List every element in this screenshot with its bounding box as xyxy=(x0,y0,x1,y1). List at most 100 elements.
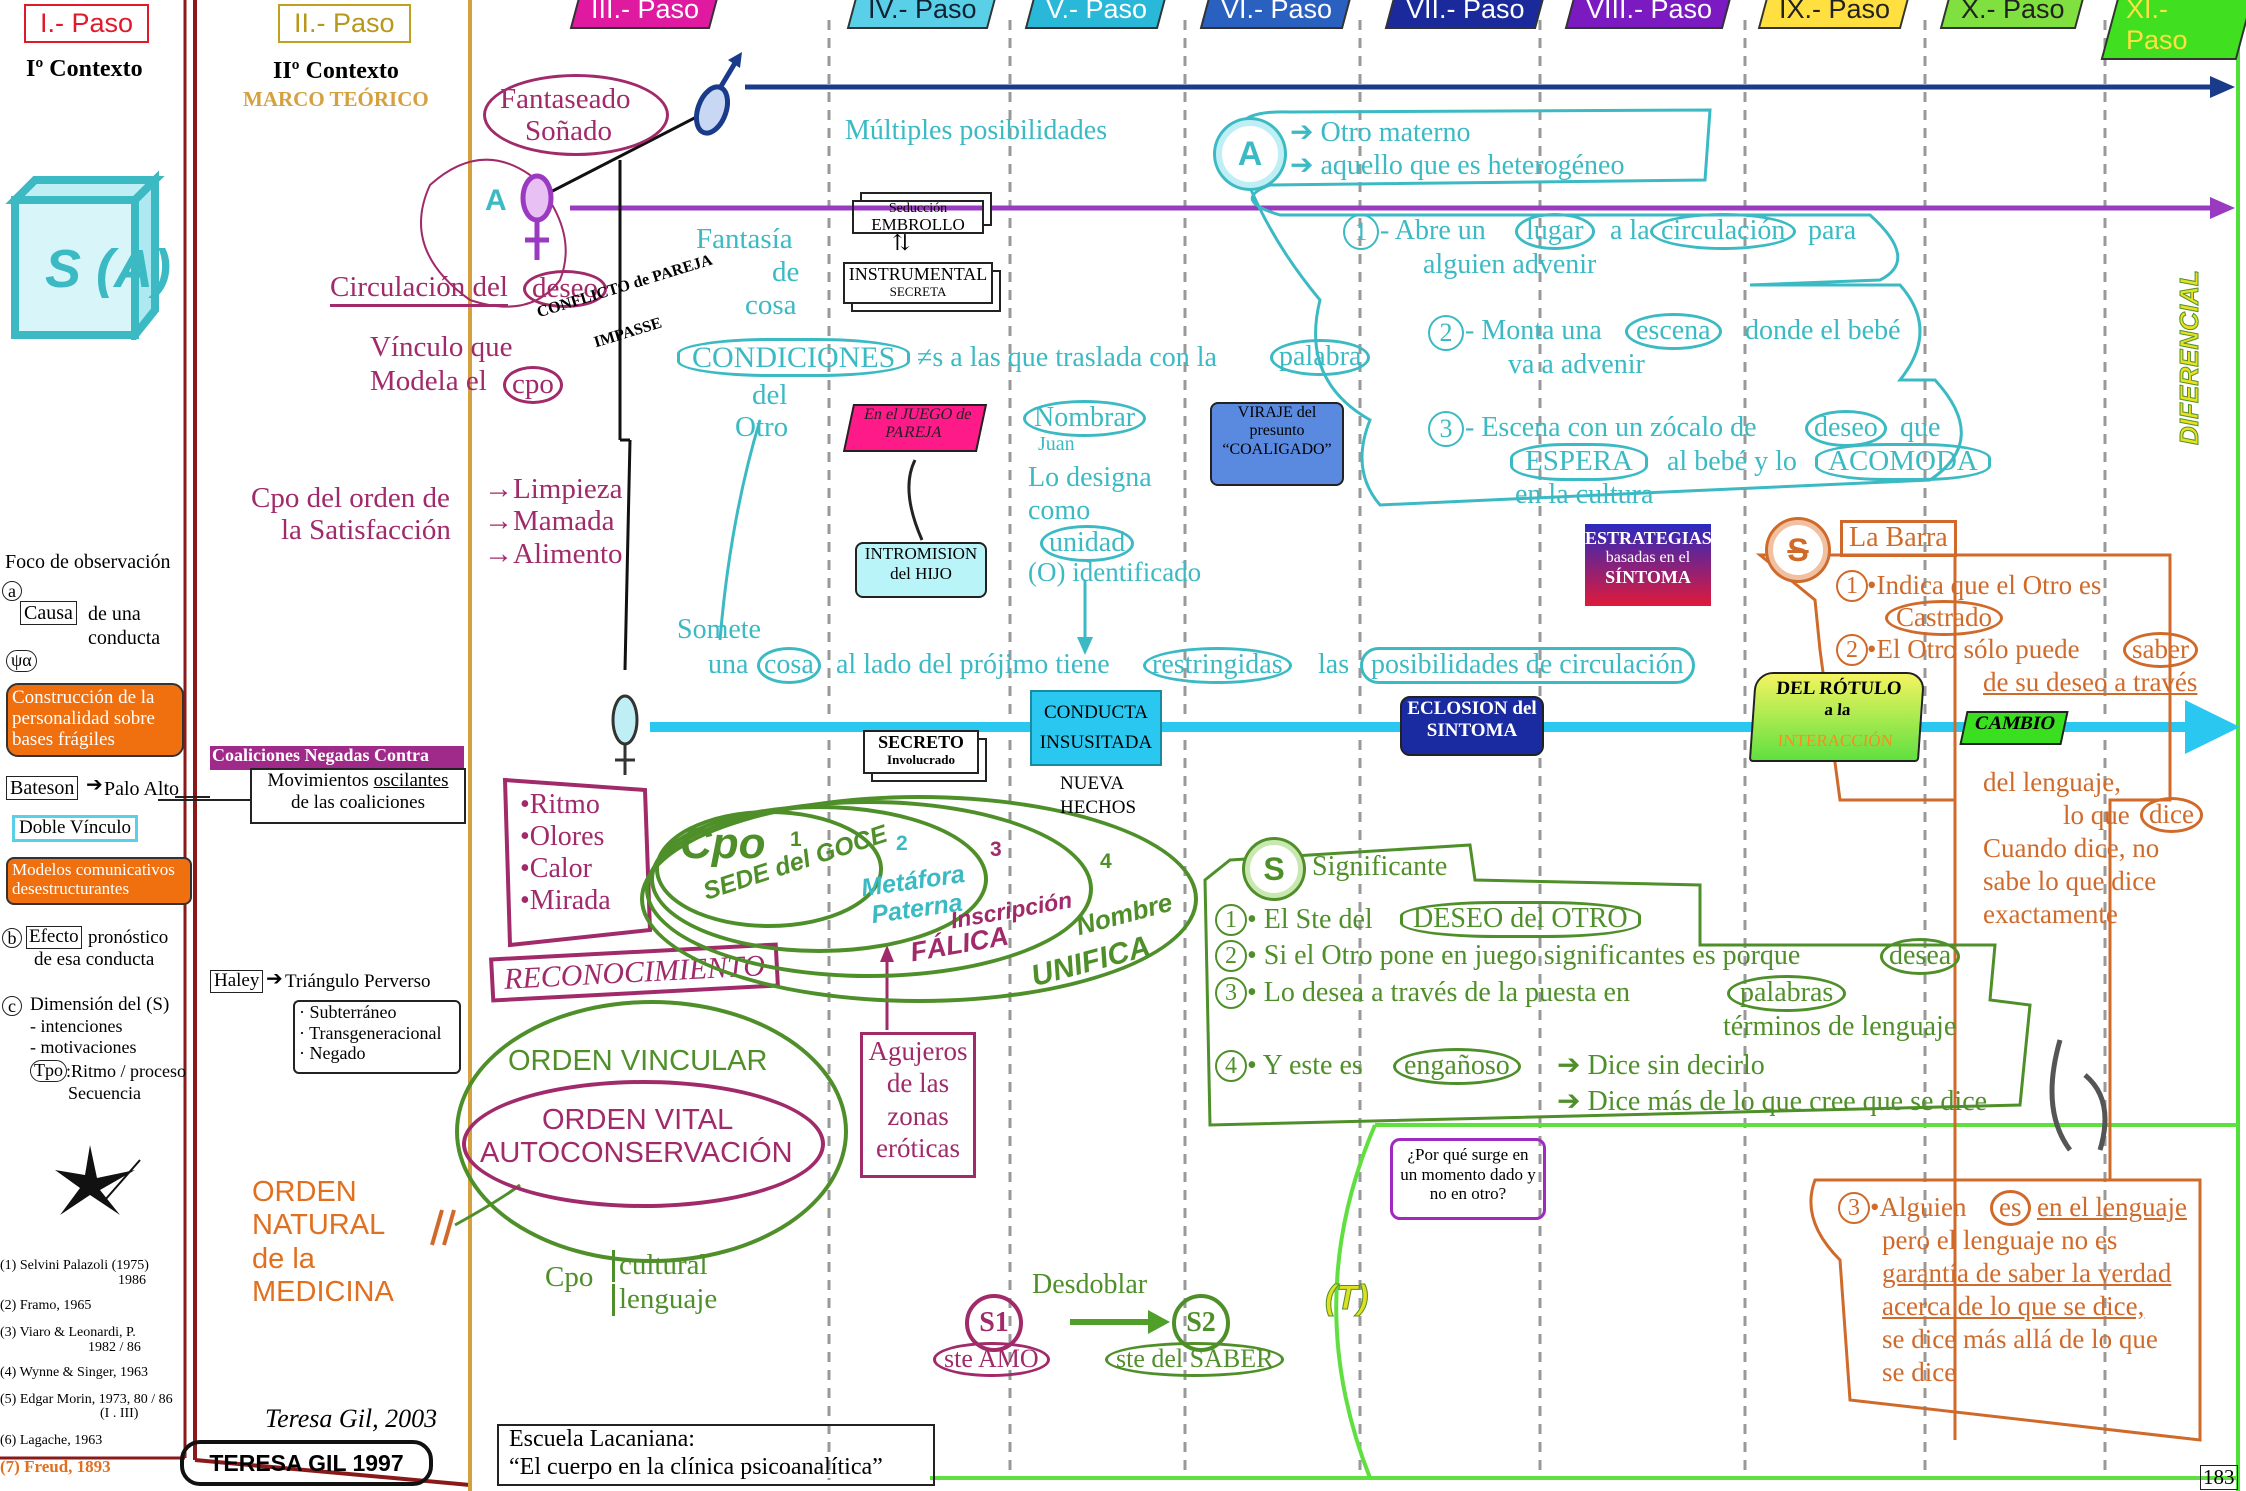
contexto-1: Iº Contexto xyxy=(26,56,143,82)
una: una xyxy=(708,649,749,680)
s-sig-badge: S xyxy=(1245,840,1303,898)
page-number: 183 xyxy=(2200,1465,2238,1491)
alimento: →Alimento xyxy=(484,538,623,570)
al-bebe: al bebé y lo xyxy=(1667,446,1797,477)
g2b: desea xyxy=(1880,938,1961,975)
agujeros-box: Agujeros de las zonas eróticas xyxy=(860,1032,976,1178)
haley-arrow: ➔ xyxy=(266,968,283,990)
modela-el: Modela el xyxy=(370,365,487,397)
lo-designa: Lo designa xyxy=(1028,462,1152,493)
intenciones: - intenciones xyxy=(30,1016,123,1036)
a-badge: A xyxy=(1216,120,1284,188)
circulacion: circulación xyxy=(1650,213,1797,250)
conducta-box: CONDUCTA INSUSITADA xyxy=(1030,690,1162,766)
instrumental-box: INSTRUMENTAL SECRETA xyxy=(843,262,993,304)
ref-5: (5) Edgar Morin, 1973, 80 / 86 xyxy=(0,1392,173,1407)
del-rotulo: DEL RÓTULO xyxy=(1775,678,1903,699)
conducta-label: conducta xyxy=(88,627,161,649)
g-num-4: 4 xyxy=(1215,1050,1247,1082)
motivaciones: - motivaciones xyxy=(30,1037,137,1057)
limpieza: →Limpieza xyxy=(484,473,623,505)
autoconservacion: AUTOCONSERVACIÓN xyxy=(480,1137,793,1169)
posibilidades: posibilidades de circulación xyxy=(1360,647,1695,684)
multiples: Múltiples posibilidades xyxy=(845,115,1108,146)
otro: Otro xyxy=(735,411,789,443)
dice-mas: ➔ Dice más de lo que cree que se dice xyxy=(1557,1086,1988,1117)
cube-icon xyxy=(5,170,165,347)
dice: dice xyxy=(2140,797,2203,833)
mamada: →Mamada xyxy=(484,505,615,537)
female-symbol xyxy=(515,170,560,269)
ellipse-1 xyxy=(655,810,883,928)
g2a: • Si el Otro pone en juego significantes… xyxy=(1247,940,1801,971)
estrategias-box: ESTRATEGIAS basadas en el SÍNTOMA xyxy=(1585,524,1712,606)
involucrado: Involucrado xyxy=(887,751,955,767)
dice-sin: ➔ Dice sin decirlo xyxy=(1557,1050,1765,1081)
secreto: SECRETO xyxy=(878,732,964,752)
contexto-2: IIº Contexto xyxy=(273,58,399,84)
nueva: NUEVA xyxy=(1060,773,1125,794)
ellipse-2 xyxy=(650,805,988,953)
marker-c: c xyxy=(2,996,22,1016)
escuela-box: Escuela Lacaniana: “El cuerpo en la clín… xyxy=(497,1424,935,1486)
embrollo: EMBROLLO xyxy=(871,215,965,234)
se-dice: se dice más allá de lo que xyxy=(1882,1324,2158,1354)
escena: escena xyxy=(1625,313,1722,350)
restringidas: restringidas xyxy=(1143,647,1292,684)
cpo: cpo xyxy=(503,366,563,404)
male-icon xyxy=(693,52,742,136)
orden-vincular: ORDEN VINCULAR xyxy=(508,1045,768,1077)
sonado: Soñado xyxy=(525,115,612,147)
pero: pero el lenguaje no es xyxy=(1882,1225,2118,1255)
escuela: Escuela Lacaniana: xyxy=(509,1426,695,1452)
secreto-box: SECRETO Involucrado xyxy=(863,730,979,774)
saber: saber xyxy=(2123,632,2198,668)
teresa-badge: TERESA GIL 1997 xyxy=(180,1440,433,1486)
marker-a: a xyxy=(2,581,22,601)
desdoblar: Desdoblar xyxy=(1032,1269,1148,1300)
child-symbol xyxy=(605,690,645,784)
r-num-1: 1 xyxy=(1343,214,1379,250)
significante: Significante xyxy=(1312,851,1448,882)
orden-vital-ellipse xyxy=(462,1080,825,1208)
del-lenguaje: del lenguaje, xyxy=(1983,767,2121,797)
oscilantes: oscilantes xyxy=(373,770,449,791)
num-1: 1 xyxy=(790,828,802,851)
a-la: a la xyxy=(1823,699,1852,719)
r-num-2: 2 xyxy=(1428,315,1464,351)
fantaseado: Fantaseado xyxy=(500,83,631,115)
haley-box: Haley xyxy=(210,970,264,993)
foco-label: Foco de observación xyxy=(5,551,171,573)
cuerpo: “El cuerpo en la clínica psicoanalítica” xyxy=(509,1453,883,1480)
palabra: palabra xyxy=(1270,339,1371,376)
movimientos: Movimientos xyxy=(267,770,369,791)
lenguaje: lenguaje xyxy=(612,1283,717,1316)
dice-mas-text: Dice más de lo que cree que se dice xyxy=(1587,1086,1988,1117)
movimientos-box: Movimientos oscilantes de las coalicione… xyxy=(250,768,466,824)
de-una: de una xyxy=(88,603,141,625)
a-letter: A xyxy=(485,184,507,217)
lo-que: lo que xyxy=(2063,800,2130,830)
cambio-box: CAMBIO xyxy=(1959,711,2069,745)
ste-amo: ste AMO xyxy=(933,1342,1050,1377)
g-num-3: 3 xyxy=(1215,977,1247,1009)
ref-1-year: 1986 xyxy=(118,1273,146,1288)
updown-arrow: ⇅ xyxy=(892,231,911,256)
aquello: ➔ aquello que es heterogéneo xyxy=(1290,150,1625,181)
en-el: en el lenguaje xyxy=(2037,1192,2187,1222)
g-num-1: 1 xyxy=(1215,904,1247,936)
interaccion: INTERACCIÓN xyxy=(1777,731,1894,751)
palo-alto: Palo Alto xyxy=(104,778,180,800)
sa-cube: S (A) xyxy=(5,170,171,347)
las: las xyxy=(1318,649,1350,680)
olores: •Olores xyxy=(520,821,605,852)
de-esa: de esa conducta xyxy=(34,949,155,970)
o-num-3: 3 xyxy=(1838,1192,1870,1224)
paso-1-header: I.- Paso xyxy=(24,4,150,43)
secreta: SECRETA xyxy=(889,283,947,299)
dice-sin-text: Dice sin decirlo xyxy=(1587,1050,1765,1081)
fantaseado-ellipse xyxy=(483,74,669,156)
construccion-box: Construcción de la personalidad sobre ba… xyxy=(6,683,184,757)
triangulo-box: · Subterráneo · Transgeneracional · Nega… xyxy=(293,1000,461,1074)
